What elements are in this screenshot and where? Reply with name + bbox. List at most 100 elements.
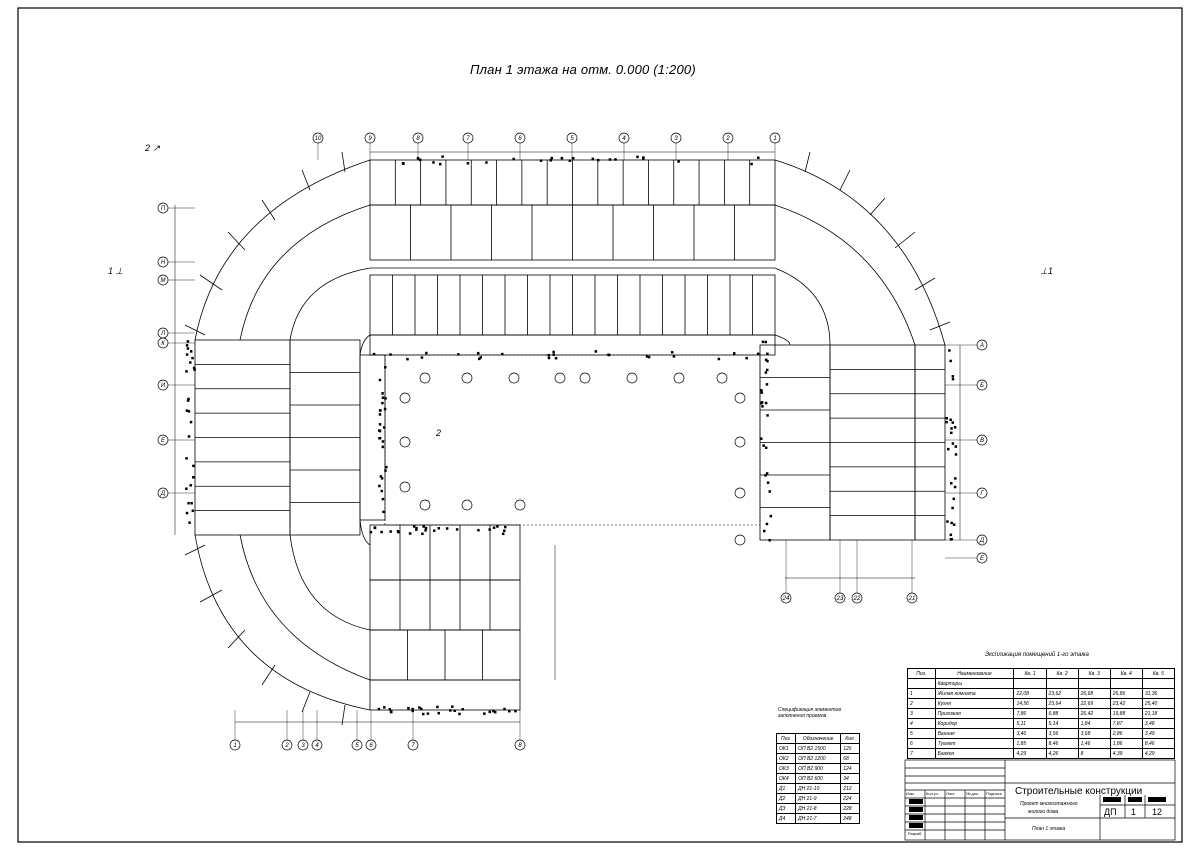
axis-marker-top: 4 <box>618 132 630 144</box>
axis-label: 6 <box>369 743 373 749</box>
axis-marker-top: 8 <box>412 132 424 144</box>
wall-fill-mark <box>476 351 480 355</box>
curved-corner-sw <box>184 519 371 726</box>
wall-fill-mark <box>187 397 190 401</box>
wall-fill-mark <box>191 356 194 360</box>
wall-fill-mark <box>378 436 381 440</box>
axis-marker-top: 9 <box>364 132 376 144</box>
wall-fill-mark <box>439 162 442 166</box>
wall-fill-mark <box>764 446 768 450</box>
stamp-col-label: Лист <box>946 791 955 796</box>
stamp-sheet-name: План 1 этажа <box>1032 826 1066 832</box>
wall-fill-mark <box>550 156 553 160</box>
wall-fill-mark <box>466 162 470 165</box>
stamp-col-labels: Изм. Кол.уч Лист № док. Подпись <box>906 791 1006 796</box>
wall-fill-mark <box>647 355 651 359</box>
axis-marker-bottom: 7 <box>407 739 419 751</box>
wall-fill-mark <box>946 520 949 523</box>
wall-fill-mark <box>614 158 617 161</box>
wall-fill-mark <box>766 359 769 363</box>
wall-fill-mark <box>765 522 769 526</box>
wall-fill-mark <box>415 526 418 530</box>
wall-fill-mark <box>514 709 517 713</box>
wall-fill-mark <box>554 356 558 360</box>
axis-marker-inner <box>734 487 746 499</box>
wall-fill-mark <box>388 708 392 711</box>
wall-fill-mark <box>420 356 424 359</box>
axis-marker-left: М <box>157 274 169 286</box>
bottom-wing <box>369 524 521 711</box>
wall-fill-mark <box>552 350 555 354</box>
axis-marker-left: Н <box>157 256 169 268</box>
wall-fill-mark <box>449 709 452 712</box>
wall-fill-mark <box>432 529 436 532</box>
axis-label: 3 <box>674 136 678 142</box>
wall-fill-mark <box>501 532 505 536</box>
openings-title: Спецификация элементов заполнения проемо… <box>778 707 841 719</box>
wall-fill-mark <box>385 465 388 469</box>
sheet-frame <box>17 7 1183 843</box>
axis-label: 5 <box>570 136 574 142</box>
axis-marker-left: Д <box>157 487 169 499</box>
wall-fill-mark <box>764 358 768 362</box>
axis-marker-right: А <box>976 339 988 351</box>
axis-marker-right: Г <box>976 487 988 499</box>
axis-label: 8 <box>518 743 522 749</box>
wall-fill-mark <box>645 355 649 358</box>
wall-fill-mark <box>769 514 773 518</box>
wall-fill-mark <box>560 156 564 160</box>
explication-table: Поз. Наименование Кв. 1 Кв. 2 Кв. 3 Кв. … <box>907 668 1176 759</box>
axis-label: В <box>980 438 984 444</box>
axis-marker-inner <box>554 372 566 384</box>
wall-fill-mark <box>437 527 441 530</box>
axis-marker-inner <box>461 499 473 511</box>
wall-fill-mark <box>453 709 456 713</box>
openings-cell-mark: ДН 21-7 <box>795 813 842 824</box>
wall-fill-mark <box>381 401 384 405</box>
wall-fill-mark <box>189 350 193 353</box>
axis-label: И <box>161 383 166 389</box>
wall-fill-mark <box>378 378 382 382</box>
wall-fill-mark <box>951 421 955 424</box>
wall-fill-mark <box>483 712 486 715</box>
axis-label: 4 <box>622 136 626 142</box>
axis-marker-bottom: 23 <box>834 592 846 604</box>
axis-marker-bottom: 5 <box>351 739 363 751</box>
axis-marker-right: Д <box>976 534 988 546</box>
wall-fill-mark <box>406 357 409 361</box>
axis-marker-inner <box>626 372 638 384</box>
axis-label: 2 <box>725 136 730 142</box>
wall-fill-mark <box>547 353 550 357</box>
wall-fill-mark <box>766 481 770 484</box>
axis-marker-inner <box>716 372 728 384</box>
wall-fill-mark <box>437 711 440 715</box>
wall-fill-mark <box>381 440 385 443</box>
wall-fill-mark <box>503 529 506 533</box>
wall-fill-mark <box>954 453 958 456</box>
axis-label: А <box>979 343 984 349</box>
wall-fill-mark <box>186 347 190 350</box>
wall-fill-mark <box>451 705 454 708</box>
wall-fill-mark <box>547 356 551 360</box>
wall-fill-mark <box>189 420 193 424</box>
axis-label: 7 <box>411 743 415 749</box>
wall-fill-mark <box>950 427 953 430</box>
wall-fill-mark <box>373 526 377 530</box>
wall-fill-mark <box>378 423 382 426</box>
axis-label: 21 <box>908 596 916 602</box>
wall-fill-mark <box>187 410 191 413</box>
axis-marker-bottom: 8 <box>514 739 526 751</box>
axis-label: 24 <box>782 596 790 602</box>
stamp-col-label: Кол.уч <box>926 791 938 796</box>
wall-fill-mark <box>493 710 497 714</box>
wall-fill-mark <box>381 445 385 449</box>
axis-marker-inner <box>514 499 526 511</box>
wall-fill-mark <box>384 366 387 369</box>
axis-label: П <box>161 206 166 212</box>
wall-fill-mark <box>954 445 958 448</box>
axis-label: 4 <box>315 743 319 749</box>
axis-label: 1 <box>773 136 776 142</box>
wall-fill-mark <box>951 506 954 510</box>
